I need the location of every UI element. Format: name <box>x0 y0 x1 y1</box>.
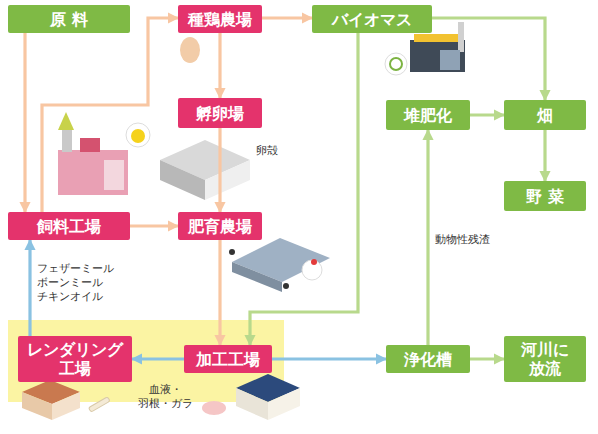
factory-wing <box>104 160 124 190</box>
edge-label: フェザーミール ボーンミール チキンオイル <box>37 262 115 304</box>
rendering-plant-icon <box>22 380 110 420</box>
process-box: 肥育農場 <box>178 212 262 240</box>
node-label: 河川に 放流 <box>515 340 575 378</box>
node-label: レンダリング 工場 <box>23 340 127 378</box>
factory-body <box>58 150 128 195</box>
meat-icon <box>202 401 226 415</box>
hatchery-wall <box>160 160 205 200</box>
edge-label: 血液・ 羽根・ガラ <box>132 383 198 411</box>
flow-arrow <box>470 113 504 116</box>
house-wall <box>52 392 80 420</box>
process-box: 河川に 放流 <box>504 336 586 382</box>
flow-arrow <box>250 33 358 345</box>
process-box: 原 料 <box>8 5 130 33</box>
flow-arrow <box>132 357 184 360</box>
node-label: 畑 <box>537 106 553 125</box>
plant-body <box>410 40 465 72</box>
flow-arrow <box>426 130 429 345</box>
flow-arrow <box>262 16 312 19</box>
flow-arrow <box>432 18 545 100</box>
node-label: 肥育農場 <box>188 217 252 236</box>
node-label: 野 菜 <box>526 187 564 206</box>
flow-arrow <box>218 33 221 98</box>
flow-arrow <box>23 33 26 212</box>
recycle-icon <box>390 58 402 70</box>
process-box: 堆肥化 <box>386 100 470 130</box>
factory-chimney <box>62 130 72 152</box>
flow-arrow <box>218 128 221 212</box>
process-box: 野 菜 <box>504 181 586 211</box>
recycle-badge <box>385 53 407 75</box>
node-label: 孵卵場 <box>196 104 244 123</box>
chick-badge <box>126 123 150 147</box>
node-label: バイオマス <box>332 10 412 29</box>
feed-factory-icon <box>58 112 128 195</box>
plant-wall <box>268 388 300 420</box>
plant-chimney <box>458 22 464 52</box>
node-label: 原 料 <box>50 10 88 29</box>
process-box: 種鶏農場 <box>178 5 262 33</box>
chicken-icon <box>302 260 322 280</box>
house-wall <box>22 392 52 420</box>
hatchery-icon <box>126 123 250 200</box>
flow-arrow <box>218 240 221 345</box>
process-box: 浄化槽 <box>386 345 470 373</box>
process-box: 孵卵場 <box>178 98 262 128</box>
factory-tank <box>80 138 100 152</box>
flow-arrow <box>272 357 386 360</box>
note-label: 卵殻 <box>256 144 278 158</box>
plant-wall <box>236 388 268 420</box>
processing-plant-icon <box>202 374 300 420</box>
plant-tank <box>440 50 460 70</box>
node-label: 加工工場 <box>196 350 260 369</box>
flow-arrow <box>470 357 504 360</box>
broiler-barn-icon <box>229 238 330 292</box>
chicken-comb <box>311 259 317 265</box>
flow-arrow <box>543 130 546 181</box>
grain-icon <box>58 112 74 130</box>
node-label: 種鶏農場 <box>188 10 252 29</box>
process-box: レンダリング 工場 <box>18 336 132 382</box>
node-label: 堆肥化 <box>404 106 452 125</box>
plant-roof <box>414 34 460 42</box>
process-box: バイオマス <box>312 5 432 33</box>
flow-arrow <box>130 224 178 227</box>
egg-icon <box>180 37 200 63</box>
node-label: 飼料工場 <box>37 217 101 236</box>
chick-silhouette <box>283 283 289 289</box>
hatchery-wall <box>205 160 250 200</box>
edge-label: 動物性残渣 <box>435 233 515 247</box>
node-label: 浄化槽 <box>404 350 452 369</box>
process-box: 飼料工場 <box>8 212 130 240</box>
bone-icon <box>88 397 110 412</box>
barn-wall <box>232 262 282 292</box>
flow-arrow <box>42 18 178 212</box>
chick-silhouette <box>229 249 235 255</box>
chick-icon <box>131 129 145 143</box>
process-box: 畑 <box>504 100 586 130</box>
process-box: 加工工場 <box>184 345 272 373</box>
flow-arrow <box>28 240 31 336</box>
